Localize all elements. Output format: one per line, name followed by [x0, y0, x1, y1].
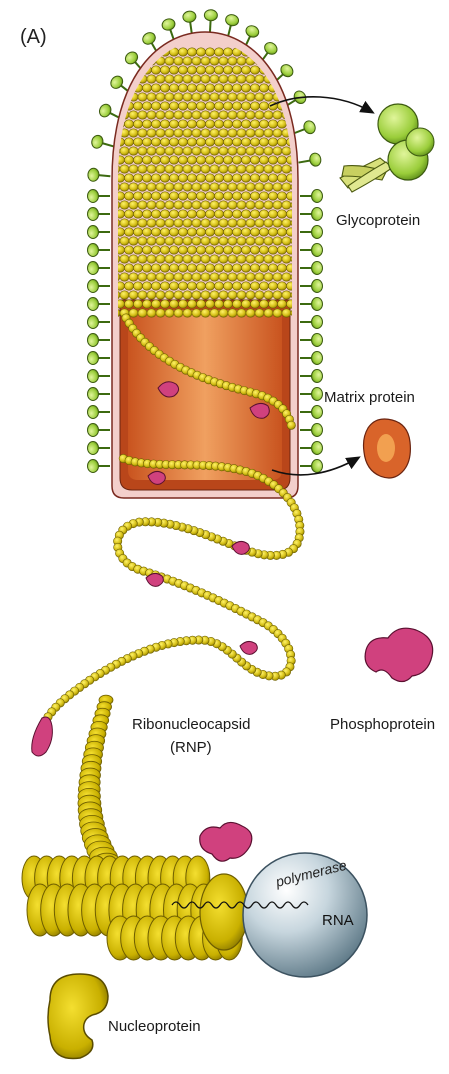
label-matrix-protein: Matrix protein: [324, 389, 415, 407]
label-rna: RNA: [322, 912, 354, 929]
glycoprotein-spike: [300, 226, 323, 239]
glycoprotein-spike: [88, 244, 111, 257]
glycoprotein-spike: [297, 152, 321, 169]
glycoprotein-spike: [88, 370, 111, 383]
matrix-protein-icon: [364, 419, 411, 478]
glycoprotein-spike: [88, 334, 111, 347]
glycoprotein-spike: [182, 10, 198, 34]
glycoprotein-spike: [88, 208, 111, 221]
glycoprotein-spike: [88, 388, 111, 401]
glycoprotein-spike: [88, 316, 111, 329]
glycoprotein-spike: [300, 388, 323, 401]
glycoprotein-spike: [87, 168, 111, 183]
glycoprotein-spike: [90, 134, 115, 153]
nucleoprotein-icon: [48, 974, 108, 1059]
panel-label: (A): [20, 26, 47, 49]
glycoprotein-spike: [88, 460, 111, 473]
glycoprotein-spike: [300, 190, 323, 203]
glycoprotein-spike: [88, 280, 111, 293]
glycoprotein-spike: [300, 352, 323, 365]
glycoprotein-spike: [300, 334, 323, 347]
glycoprotein-spike: [88, 298, 111, 311]
glycoprotein-spike: [88, 424, 111, 437]
label-rnp: (RNP): [170, 739, 212, 757]
glycoprotein-spike: [300, 244, 323, 257]
glycoprotein-spike: [88, 406, 111, 419]
glycoprotein-spike: [88, 226, 111, 239]
glycoprotein-spike: [300, 280, 323, 293]
label-nucleoprotein: Nucleoprotein: [108, 1018, 201, 1036]
phosphoprotein-near-polymerase: [200, 822, 252, 861]
label-ribonucleocapsid: Ribonucleocapsid: [132, 716, 250, 734]
glycoprotein-spike: [203, 9, 217, 32]
label-glycoprotein: Glycoprotein: [336, 212, 420, 230]
glycoprotein-spike: [300, 298, 323, 311]
glycoprotein-spike: [300, 370, 323, 383]
glycoprotein-spike: [300, 424, 323, 437]
glycoprotein-icon: [340, 104, 434, 192]
phosphoprotein-icon: [365, 628, 433, 681]
glycoprotein-spike: [300, 208, 323, 221]
glycoprotein-spike: [88, 442, 111, 455]
glycoprotein-spike: [88, 262, 111, 275]
glycoprotein-spike: [88, 190, 111, 203]
glycoprotein-spike: [300, 460, 323, 473]
glycoprotein-spike: [300, 442, 323, 455]
glycoprotein-spike: [88, 352, 111, 365]
glycoprotein-spike: [300, 262, 323, 275]
glycoprotein-spike: [300, 316, 323, 329]
glycoprotein-spike: [300, 406, 323, 419]
label-phosphoprotein: Phosphoprotein: [330, 716, 435, 734]
